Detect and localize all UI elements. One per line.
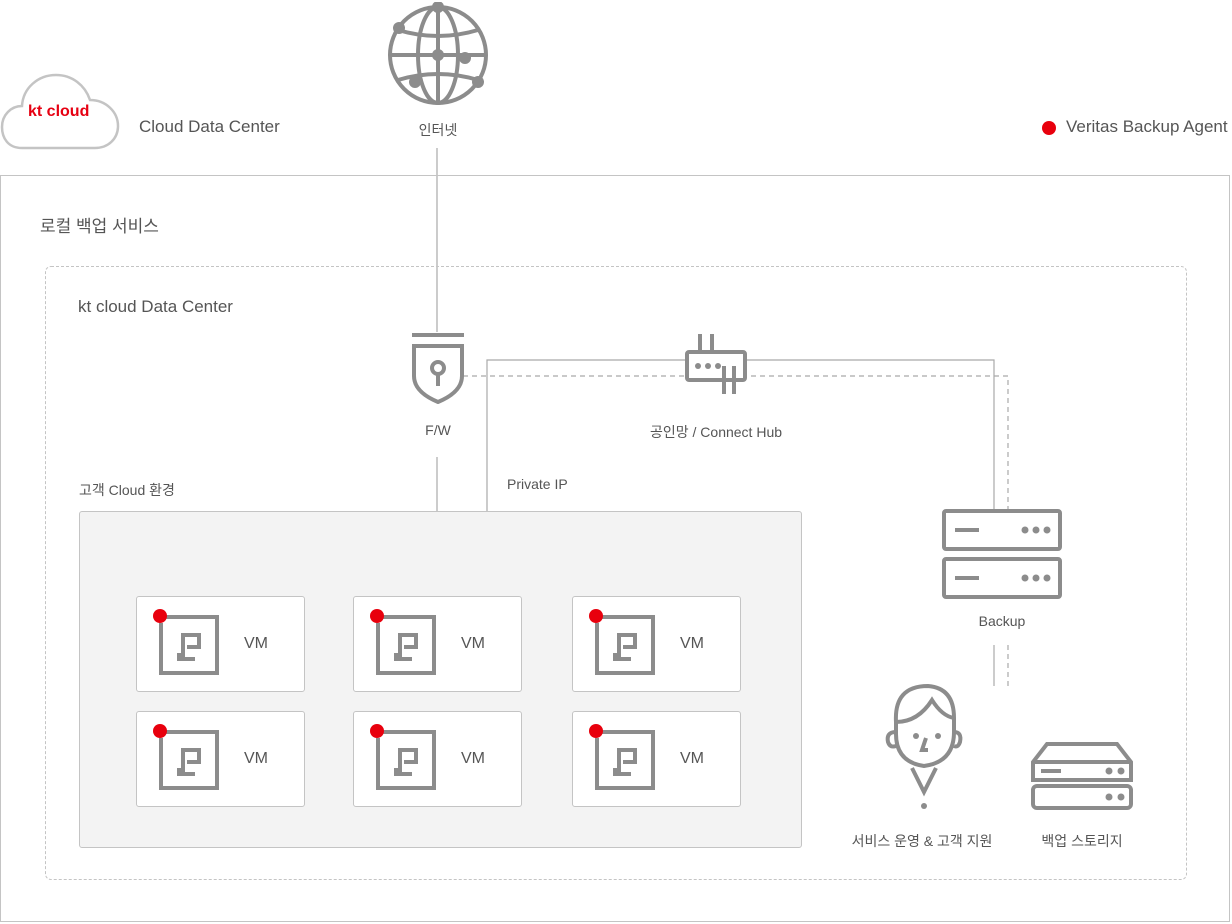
vm-card: VM (353, 596, 522, 692)
vm-label: VM (244, 635, 268, 652)
vm-card: VM (572, 596, 741, 692)
agent-dot (589, 724, 603, 738)
router-icon (685, 334, 747, 394)
vm-card: VM (136, 711, 305, 807)
agent-dot (153, 609, 167, 623)
vm-label: VM (680, 750, 704, 767)
vm-icon (159, 615, 219, 675)
vm-label: VM (244, 750, 268, 767)
vm-icon (595, 730, 655, 790)
globe-icon (388, 2, 488, 105)
firewall-label: F/W (425, 422, 451, 438)
agent-dot (370, 609, 384, 623)
vm-icon (376, 615, 436, 675)
backup-storage-icon (1031, 742, 1133, 810)
internet-label: 인터넷 (418, 122, 458, 138)
hub-label: 공인망 / Connect Hub (649, 424, 783, 440)
vm-card: VM (572, 711, 741, 807)
kt-cloud-data-center-title: kt cloud Data Center (78, 297, 233, 316)
vm-icon (159, 730, 219, 790)
agent-legend-label: Veritas Backup Agent (1066, 117, 1228, 136)
vm-label: VM (461, 635, 485, 652)
person-support-icon (885, 683, 963, 809)
vm-icon (595, 615, 655, 675)
vm-icon (376, 730, 436, 790)
logo-text-value: kt cloud (28, 103, 90, 120)
customer-env-title: 고객 Cloud 환경 (79, 482, 175, 498)
storage-label: 백업 스토리지 (1041, 833, 1123, 849)
backup-server-icon (942, 509, 1062, 599)
firewall-shield-icon (412, 333, 464, 404)
agent-dot (589, 609, 603, 623)
local-backup-service-box (0, 175, 1230, 922)
agent-dot (153, 724, 167, 738)
cloud-dc-label: Cloud Data Center (139, 117, 280, 136)
agent-dot (370, 724, 384, 738)
logo-text: kt cloud (28, 103, 89, 121)
kt-cloud-data-center-box (45, 266, 1187, 880)
backup-label: Backup (978, 613, 1026, 629)
vm-label: VM (461, 750, 485, 767)
vm-label: VM (680, 635, 704, 652)
private-ip-label: Private IP (507, 476, 568, 492)
vm-card: VM (136, 596, 305, 692)
agent-legend-dot (1042, 121, 1056, 135)
kt-cloud-logo (0, 73, 120, 150)
support-label: 서비스 운영 & 고객 지원 (851, 833, 993, 849)
local-backup-service-title: 로컬 백업 서비스 (40, 217, 159, 236)
vm-card: VM (353, 711, 522, 807)
